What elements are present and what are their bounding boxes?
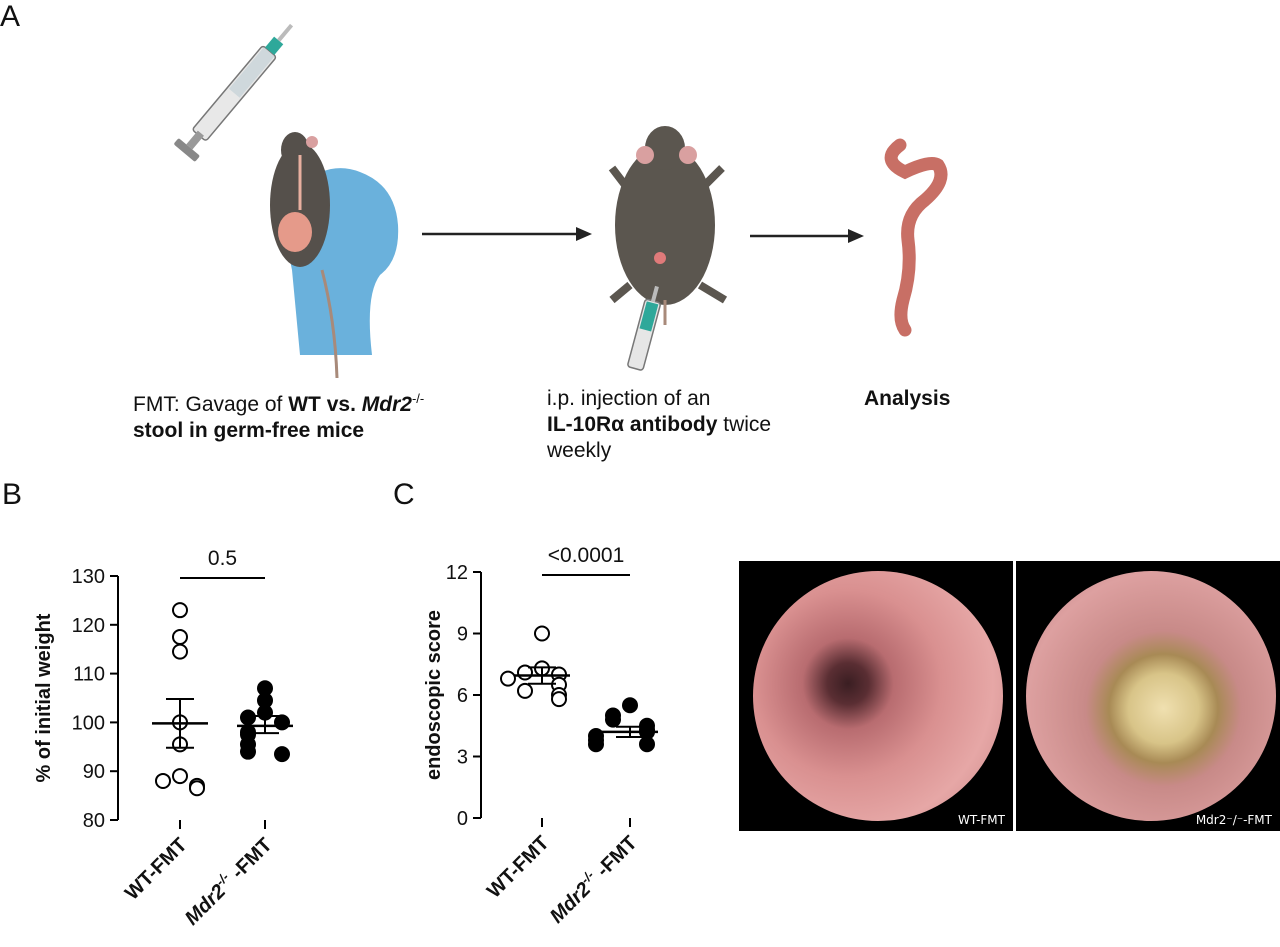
step2-caption-line1: i.p. injection of an	[547, 387, 711, 410]
data-point	[172, 602, 188, 619]
y-tick-label: 110	[73, 664, 105, 686]
data-point	[534, 625, 550, 642]
data-point	[155, 772, 171, 789]
y-tick-label: 120	[72, 615, 105, 637]
y-tick-label: 100	[72, 712, 105, 734]
endoscopy-photo-wt: WT-FMT	[739, 561, 1013, 831]
data-point	[172, 629, 188, 645]
data-point	[551, 691, 567, 708]
x-tick-label: Mdr2-/- -FMT	[544, 830, 642, 928]
arrow-right-icon	[422, 227, 592, 241]
photo-label-wt: WT-FMT	[957, 813, 1005, 827]
step1-caption: FMT: Gavage of WT vs. Mdr2-/- stool in g…	[133, 386, 513, 444]
significance-label: <0.0001	[548, 544, 625, 567]
panel-letter-c: C	[393, 478, 415, 511]
significance-label: 0.5	[208, 547, 237, 570]
data-point	[274, 746, 290, 763]
x-tick-label: WT-FMT	[483, 832, 554, 903]
data-point	[588, 736, 604, 753]
data-point	[605, 711, 621, 728]
x-tick-label: WT-FMT	[121, 834, 192, 905]
panel-letter-b: B	[2, 478, 23, 511]
y-tick-label: 9	[457, 624, 468, 646]
step2-caption: i.p. injection of an IL-10Rα antibody tw…	[547, 386, 847, 464]
step1-caption-sup: -/-	[411, 391, 425, 406]
colon-illustration	[884, 138, 948, 337]
step3-caption: Analysis	[864, 386, 950, 412]
y-tick-label: 6	[457, 685, 468, 707]
gavage-syringe-illustration	[174, 23, 294, 162]
weight-chart: 80 90 100 110 120 130 % of initial weightWT-FM…	[33, 547, 293, 930]
step3-caption-bold: Analysis	[864, 387, 951, 410]
step1-caption-pre: FMT: Gavage of	[133, 393, 289, 416]
y-tick-label: 3	[457, 747, 468, 769]
x-tick-label: Mdr2-/- -FMT	[179, 832, 277, 930]
x-tick-label-suffix: -FMT	[223, 834, 276, 887]
x-tick-label-suffix: -FMT	[588, 832, 641, 885]
y-axis-label: % of initial weight	[33, 613, 55, 782]
y-tick-label: 80	[83, 810, 105, 832]
colon-lumen-image	[753, 571, 1003, 821]
data-point	[639, 736, 655, 753]
injected-mouse-illustration	[608, 126, 728, 325]
data-point	[240, 709, 256, 726]
data-point	[274, 714, 290, 731]
step1-caption-line2: stool in germ-free mice	[133, 419, 365, 442]
panel-letter-a: A	[0, 0, 21, 33]
y-tick-label: 130	[72, 566, 105, 588]
data-point	[500, 670, 516, 687]
photo-label-mdr2: Mdr2⁻/⁻-FMT	[1195, 813, 1272, 827]
arrow-right-icon	[750, 229, 864, 243]
colon-lesion-image	[1026, 571, 1276, 821]
y-axis-label: endoscopic score	[423, 610, 445, 780]
endoscopy-photo-mdr2: Mdr2⁻/⁻-FMT	[1016, 561, 1280, 831]
data-point	[189, 780, 205, 797]
schematic-illustration	[174, 23, 948, 379]
y-tick-label: 12	[446, 562, 468, 584]
held-mouse-illustration	[270, 132, 339, 379]
step2-caption-line3: weekly	[547, 439, 612, 462]
step2-caption-bold: IL-10Rα antibody	[547, 413, 718, 436]
data-point	[517, 682, 533, 699]
step2-caption-rest: twice	[717, 413, 772, 436]
y-tick-label: 90	[83, 761, 105, 783]
injection-syringe-illustration	[627, 285, 661, 371]
y-tick-label: 0	[457, 808, 468, 830]
data-point	[172, 643, 188, 660]
data-point	[240, 743, 256, 760]
data-point	[172, 768, 188, 785]
step1-caption-gene: Mdr2	[361, 393, 412, 416]
data-point	[622, 697, 638, 714]
step1-caption-bold: WT vs.	[288, 393, 362, 416]
